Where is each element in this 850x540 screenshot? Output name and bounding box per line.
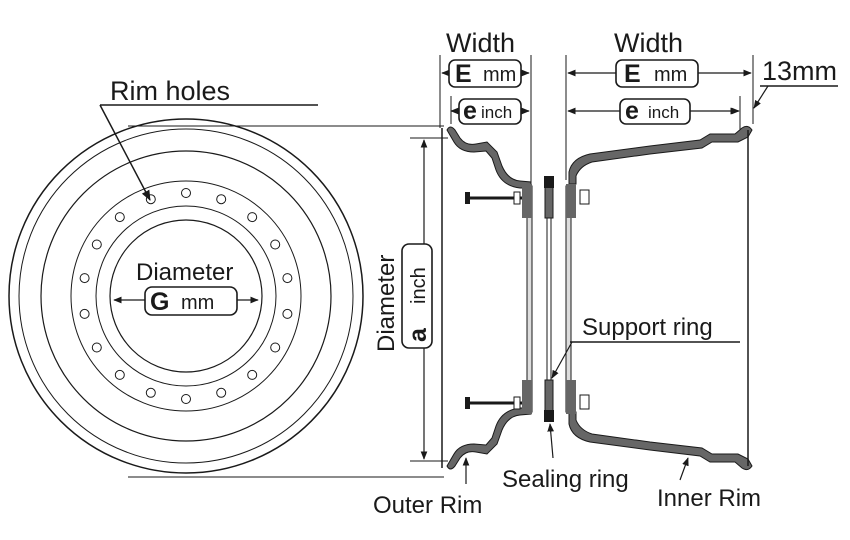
rim-hole [216, 387, 227, 398]
inner-rim-top-profile [568, 125, 753, 185]
rim-hole [247, 369, 258, 380]
rim-holes-group [79, 188, 293, 404]
g-letter: G [150, 288, 169, 316]
bolt-circle-inner [95, 205, 277, 387]
bolt-top-nut-right [579, 189, 590, 205]
flange-circle [40, 150, 332, 442]
support-ring-label: Support ring [582, 314, 713, 341]
e-small-outer-unit: inch [481, 103, 512, 122]
a-letter: a [404, 327, 432, 342]
e-inch-box-inner-frame [619, 98, 691, 125]
hub-block-top-right [566, 184, 576, 218]
bolt-top-head [465, 192, 470, 204]
rim-hole [270, 342, 281, 353]
rim-hole [247, 212, 258, 223]
rim-hole [114, 212, 125, 223]
bolt-bottom [465, 394, 590, 410]
bolt-top-nut-left [513, 191, 521, 205]
e-outer-letter: E [455, 60, 472, 88]
support-ring-bottom [544, 379, 554, 413]
rim-hole [282, 273, 293, 284]
rim-hole [181, 188, 191, 198]
hub-block-bottom-left [522, 380, 532, 414]
e-inch-box-outer-frame [458, 98, 522, 125]
rim-hole [145, 387, 156, 398]
bolt-circle-outer [70, 180, 302, 412]
sealing-ring-bottom [544, 410, 554, 422]
g-mm-box: G mm [144, 286, 238, 316]
rim-hole [270, 239, 281, 250]
diameter-g-label: Diameter [136, 259, 233, 286]
outer-rim-circle [8, 118, 364, 474]
e-small-inner-unit: inch [648, 103, 679, 122]
rim-hole [216, 194, 227, 205]
a-inch-box: a inch [401, 243, 433, 349]
rim-holes-label: Rim holes [110, 76, 230, 106]
bolt-top [465, 189, 590, 205]
side-view [441, 125, 753, 471]
thirteen-mm-label: 13mm [762, 56, 837, 86]
rim-hole [91, 239, 102, 250]
outer-disc-plate [526, 185, 533, 413]
rim-hole [79, 308, 90, 319]
rim-hole [91, 342, 102, 353]
bolt-bottom-nut-left [513, 396, 521, 410]
bolt-bottom-nut-right [579, 394, 590, 410]
g-mm-box-frame [144, 286, 238, 316]
e-inner-unit: mm [654, 64, 687, 86]
e-mm-box-inner: E mm [615, 59, 699, 88]
hub-block-top-left [522, 184, 532, 218]
width-inner-label: Width [614, 28, 683, 58]
e-outer-unit: mm [483, 64, 516, 86]
a-inch-box-frame [401, 243, 433, 349]
inner-rim-leader [679, 457, 689, 481]
rim-hole [79, 273, 90, 284]
rim-holes-leader [99, 104, 151, 201]
e-inch-box-outer: e inch [458, 97, 522, 125]
e-mm-box-outer-frame [448, 59, 522, 88]
support-ring-top [544, 185, 554, 219]
e-small-inner-letter: e [625, 97, 639, 125]
width-outer-label: Width [446, 28, 515, 58]
g-unit: mm [181, 292, 214, 314]
hub-block-bottom-right [566, 380, 576, 414]
outer-rim-bottom-profile [446, 407, 532, 470]
outer-rim-top-profile [446, 126, 532, 189]
rim-hole [114, 369, 125, 380]
center-bore-circle [109, 219, 263, 373]
thirteen-mm-leader [753, 85, 769, 109]
e-inch-box-inner: e inch [619, 97, 691, 125]
e-small-outer-letter: e [463, 97, 477, 125]
inner-disc-plate [565, 185, 572, 413]
support-ring-leader [551, 341, 573, 379]
e-mm-box-outer: E mm [448, 59, 522, 88]
rim-hole [282, 308, 293, 319]
rim-hole [181, 394, 191, 404]
bolt-bottom-head [465, 397, 470, 409]
sealing-ring-top [544, 176, 554, 188]
front-view [8, 118, 364, 474]
inner-rim-label: Inner Rim [657, 485, 761, 512]
a-unit: inch [408, 267, 430, 304]
support-ring-body [546, 217, 552, 381]
inner-rim-bottom-profile [568, 411, 753, 471]
rim-edge-circle [18, 128, 354, 464]
sealing-ring-leader [547, 423, 555, 459]
e-inner-letter: E [624, 60, 641, 88]
e-mm-box-inner-frame [615, 59, 699, 88]
outer-rim-label: Outer Rim [373, 492, 482, 519]
sealing-ring-label: Sealing ring [502, 466, 629, 493]
diameter-a-label: Diameter [373, 255, 400, 352]
